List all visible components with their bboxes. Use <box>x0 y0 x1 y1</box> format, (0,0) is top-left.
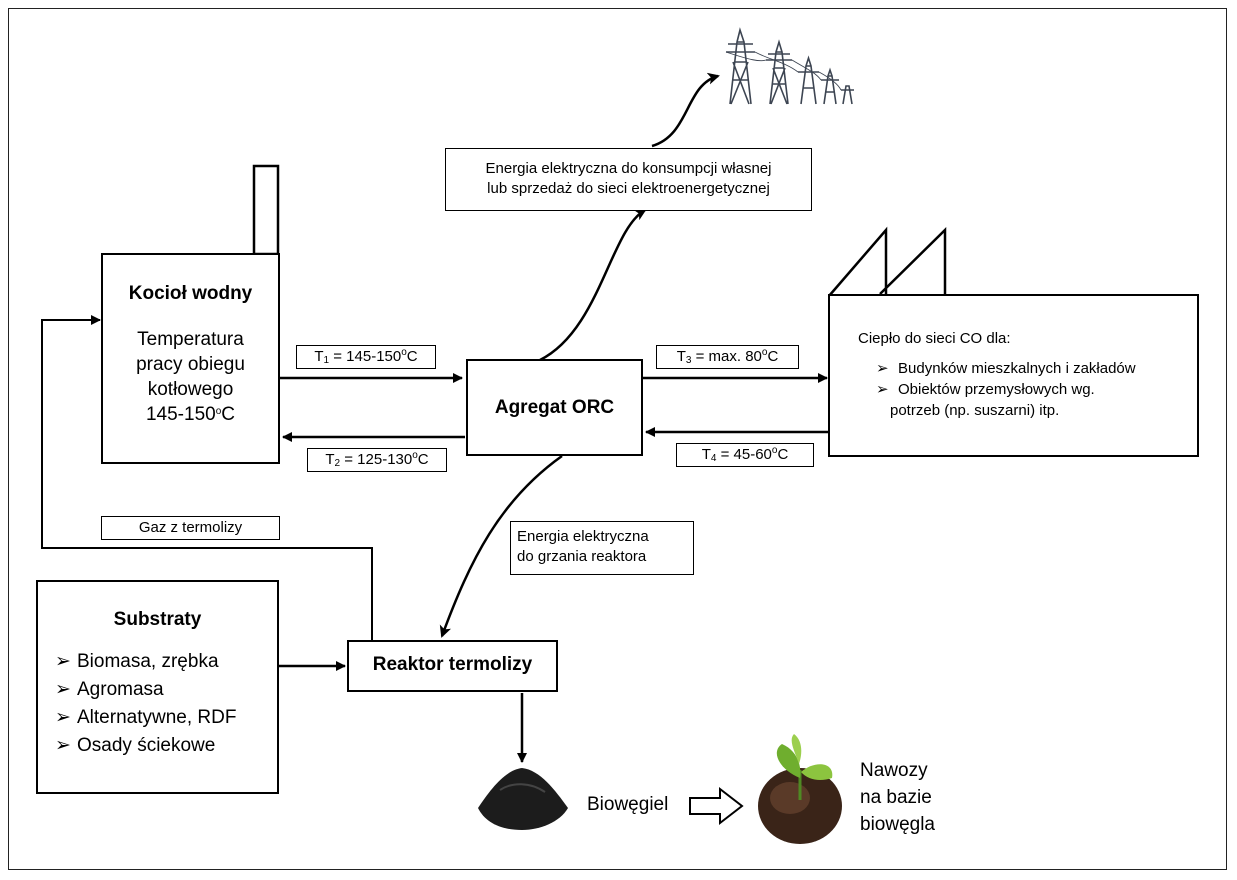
flow-label-t2: T2 = 125-130oC <box>307 448 447 472</box>
boiler-temp: 145-150oC <box>145 404 236 425</box>
reactor-heating-label: Energia elektryczna do grzania reaktora <box>510 521 694 575</box>
flow-label-t3: T3 = max. 80oC <box>656 345 799 369</box>
boiler-line1: Temperatura <box>137 329 244 350</box>
seedling-soil-icon <box>758 734 842 844</box>
fertilizer-label: Nawozy na bazie biowęgla <box>860 757 935 838</box>
orc-title: Agregat ORC <box>494 397 615 418</box>
heat-item-cont: potrzeb (np. suszarni) itp. <box>890 402 1060 419</box>
substrate-item: Osady ściekowe <box>55 732 277 760</box>
arrow-orc-to-grid-label <box>539 208 647 362</box>
substrates-box: Substraty Biomasa, zrębka Agromasa Alter… <box>36 580 279 794</box>
diagram-frame <box>8 8 1227 870</box>
substrates-title: Substraty <box>113 609 202 630</box>
arrow-biochar-to-fertilizer <box>689 786 744 826</box>
biochar-pile-icon <box>478 768 568 830</box>
reactor-box: Reaktor termolizy <box>347 640 558 692</box>
power-pylons-icon <box>725 27 854 105</box>
arrow-gas-to-boiler <box>41 315 373 640</box>
electricity-line2: lub sprzedaż do sieci elektroenergetyczn… <box>487 180 770 197</box>
boiler-box: Kocioł wodny Temperatura pracy obiegu ko… <box>101 253 280 464</box>
reactor-heating-line1: Energia elektryczna <box>517 528 649 545</box>
substrate-item: Biomasa, zrębka <box>55 648 277 676</box>
arrow-label-to-pylons <box>651 72 720 148</box>
reactor-title: Reaktor termolizy <box>372 654 533 675</box>
fertilizer-line2: na bazie <box>860 787 932 808</box>
heat-title: Ciepło do sieci CO dla: <box>858 330 1011 347</box>
substrate-item: Agromasa <box>55 676 277 704</box>
arrow-orc-to-reactor <box>439 454 563 638</box>
flow-label-t4: T4 = 45-60oC <box>676 443 814 467</box>
boiler-line2: pracy obiegu <box>136 354 245 375</box>
biochar-label: Biowęgiel <box>587 794 669 815</box>
fertilizer-line1: Nawozy <box>860 760 928 781</box>
orc-box: Agregat ORC <box>466 359 643 456</box>
flow-label-t1: T1 = 145-150oC <box>296 345 436 369</box>
heat-item: Obiektów przemysłowych wg. <box>876 379 1187 400</box>
boiler-chimney <box>252 164 280 256</box>
heat-consumers-box: Ciepło do sieci CO dla: Budynków mieszka… <box>828 294 1199 457</box>
boiler-title: Kocioł wodny <box>128 283 253 304</box>
heat-building-roof <box>828 226 947 297</box>
heat-item: Budynków mieszkalnych i zakładów <box>876 358 1187 379</box>
fertilizer-line3: biowęgla <box>860 814 935 835</box>
electricity-label: Energia elektryczna do konsumpcji własne… <box>445 148 812 211</box>
substrate-item: Alternatywne, RDF <box>55 704 277 732</box>
reactor-heating-line2: do grzania reaktora <box>517 548 647 565</box>
boiler-line3: kotłowego <box>147 379 234 400</box>
electricity-line1: Energia elektryczna do konsumpcji własne… <box>485 160 772 177</box>
gas-label: Gaz z termolizy <box>101 516 280 540</box>
